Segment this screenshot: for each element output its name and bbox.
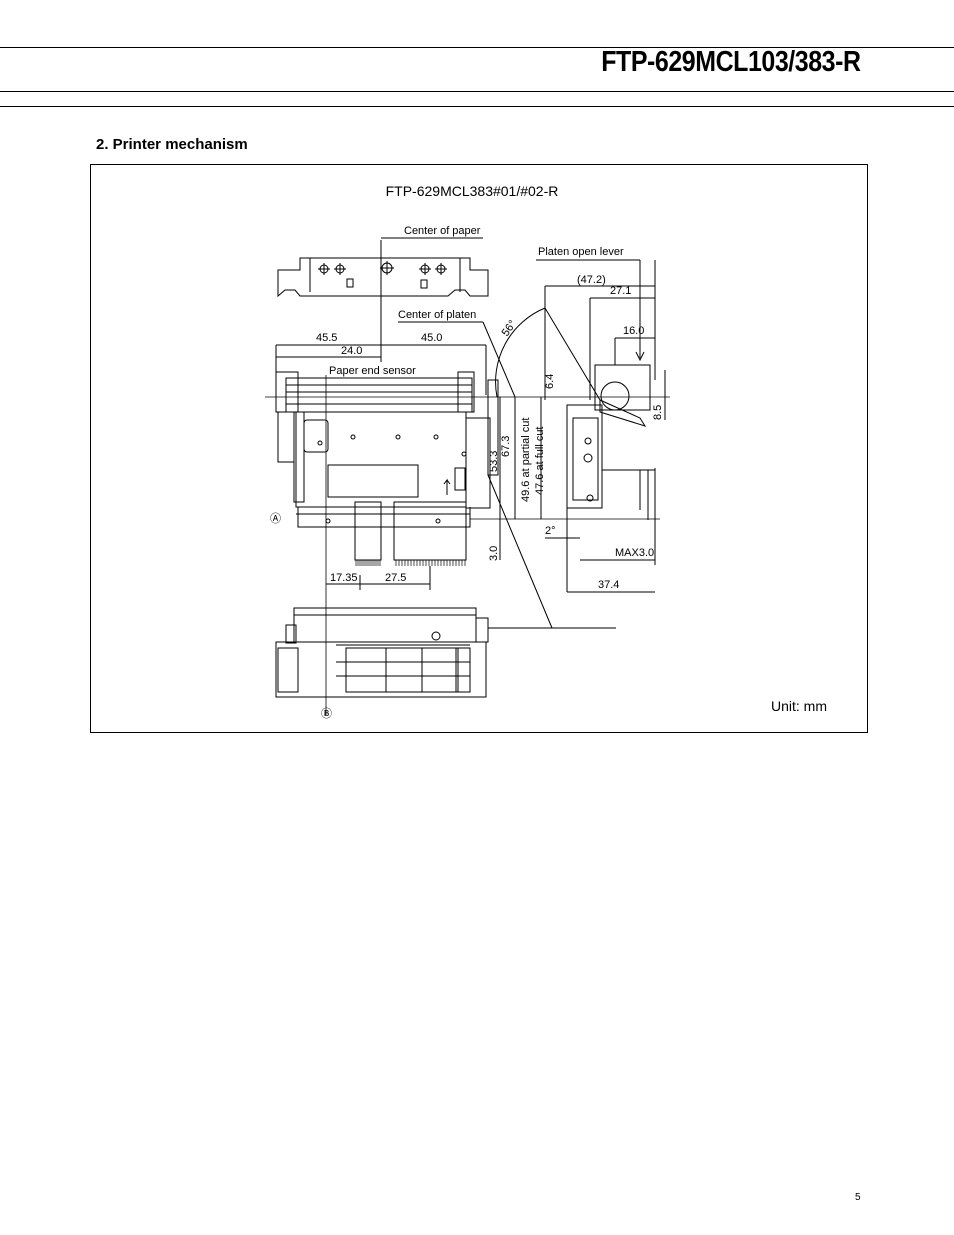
model-label: FTP-629MCL383#01/#02-R — [386, 183, 559, 199]
dim-17-35: 17.35 — [330, 572, 358, 584]
center-of-paper-label: Center of paper — [404, 225, 481, 237]
page-number: 5 — [855, 1192, 861, 1203]
dim-3-0: 3.0 — [488, 546, 500, 561]
dim-8-5: 8.5 — [652, 405, 664, 420]
dim-47-6-full: 47.6 at full cut — [534, 427, 546, 496]
drawing-frame — [90, 164, 868, 733]
dim-67-3: 67.3 — [500, 436, 512, 457]
dim-53-3: 53.3 — [488, 451, 500, 472]
unit-label: Unit: mm — [771, 698, 827, 714]
dim-27-5: 27.5 — [385, 572, 406, 584]
front-view-body — [275, 371, 499, 561]
dim-47-2: (47.2) — [577, 274, 606, 286]
dim-45-5: 45.5 — [316, 332, 337, 344]
dim-2-deg: 2° — [545, 525, 556, 537]
dim-24-0: 24.0 — [341, 345, 362, 357]
dim-16-0: 16.0 — [623, 325, 644, 337]
platen-open-lever-label: Platen open lever — [538, 246, 624, 258]
side-view — [536, 259, 666, 593]
section-heading: 2. Printer mechanism — [96, 136, 248, 153]
dim-max3: MAX3.0 — [615, 547, 654, 559]
dim-6-4: 6.4 — [544, 374, 556, 389]
center-of-platen-label: Center of platen — [398, 309, 476, 321]
dim-45-0: 45.0 — [421, 332, 442, 344]
top-view-part — [277, 257, 489, 298]
dim-49-6-partial: 49.6 at partial cut — [520, 418, 532, 502]
bottom-view — [275, 607, 489, 698]
header-rule-top — [0, 47, 954, 48]
dim-56-deg: 56° — [500, 318, 519, 339]
marker-b: Ⓑ — [321, 707, 332, 720]
dim-27-1: 27.1 — [610, 285, 631, 297]
marker-a: Ⓐ — [270, 512, 281, 525]
dim-37-4: 37.4 — [598, 579, 619, 591]
connector-pins — [355, 560, 466, 566]
angle-arc — [495, 307, 546, 398]
page-title: FTP-629MCL103/383-R — [601, 46, 862, 78]
header-rule-bottom — [0, 106, 954, 107]
header-rule-middle — [0, 91, 954, 92]
paper-end-sensor-label: Paper end sensor — [329, 365, 416, 377]
